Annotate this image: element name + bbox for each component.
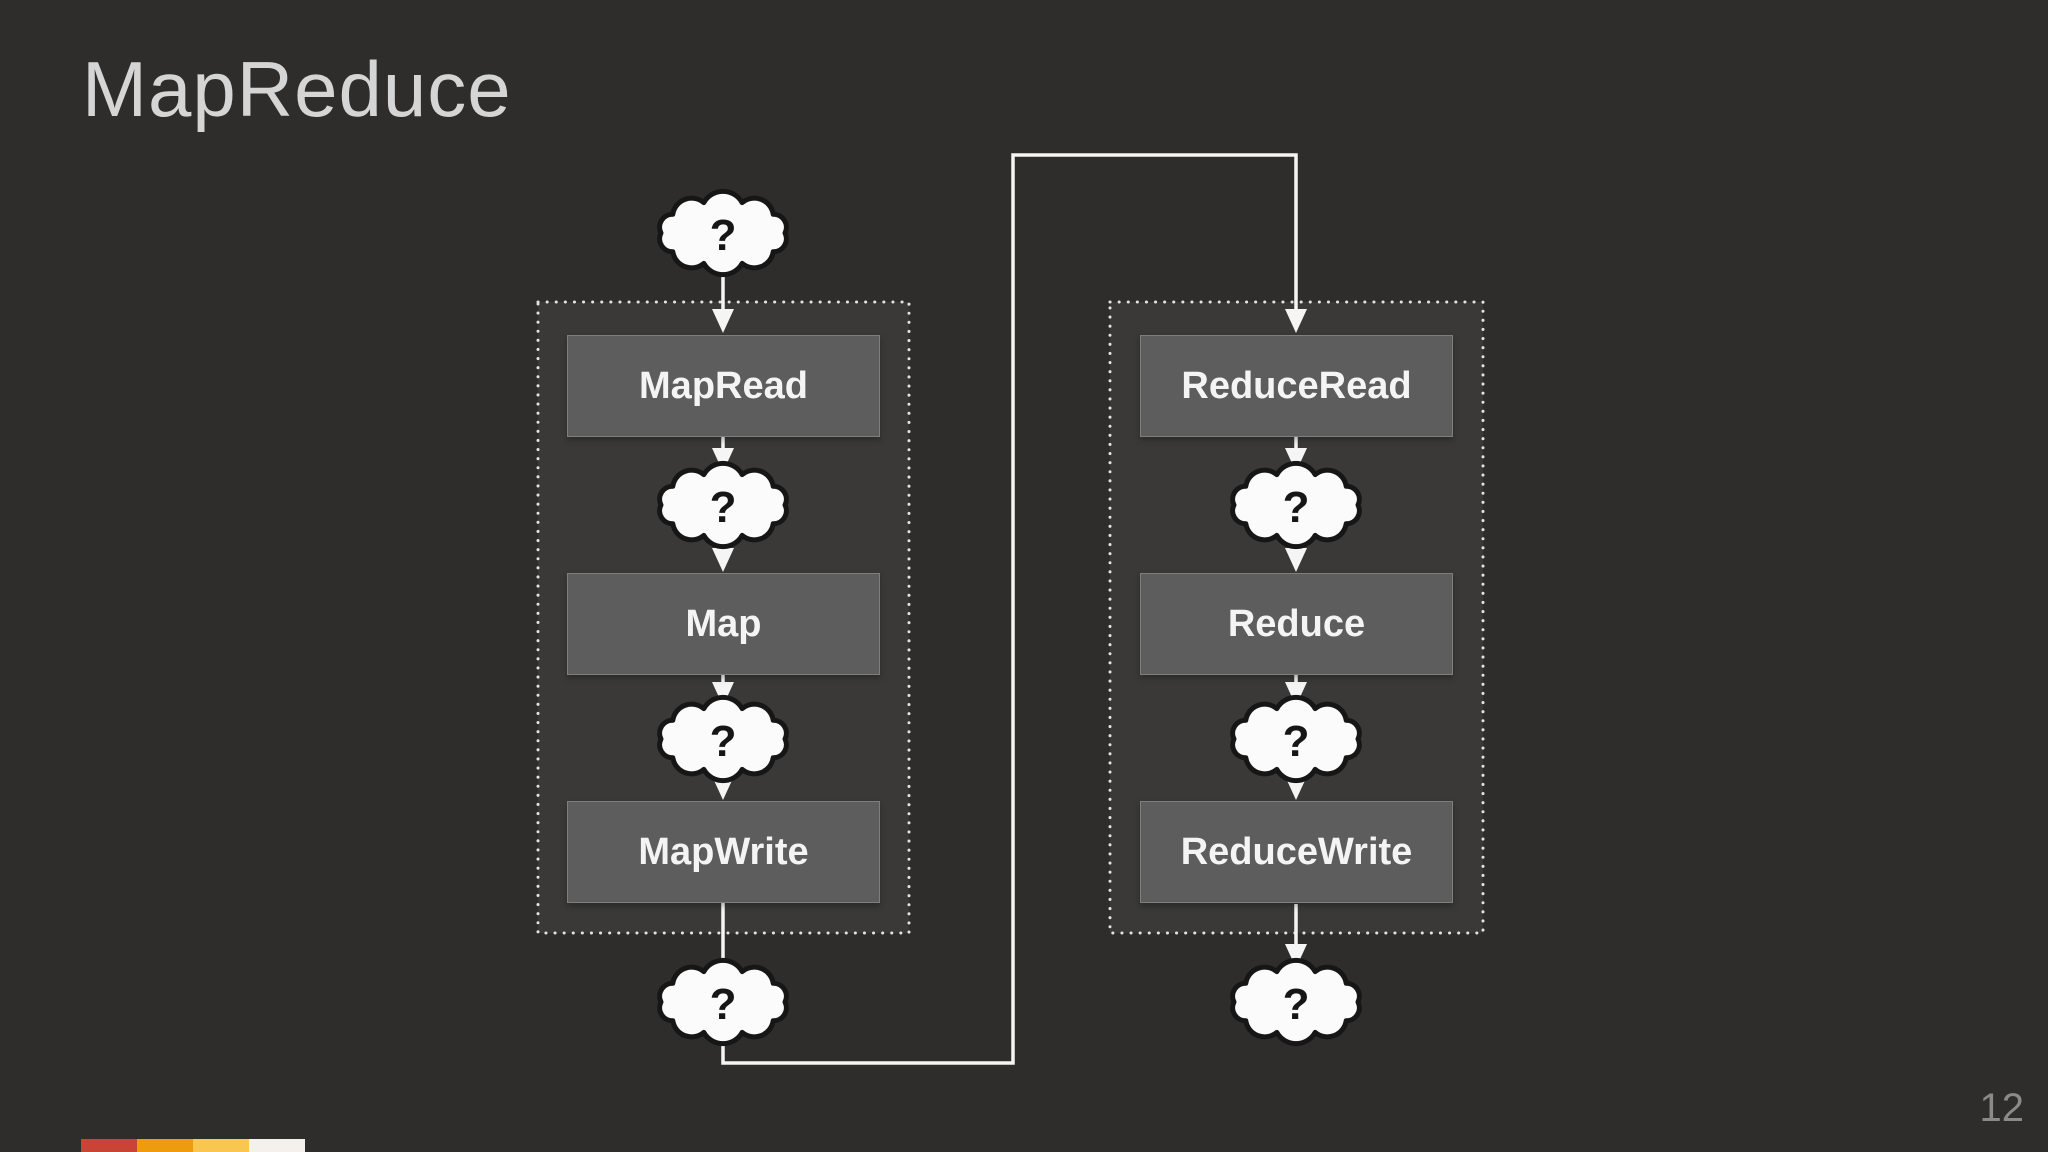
- question-cloud: ?: [660, 463, 787, 546]
- arrowhead-icon: [1285, 944, 1307, 968]
- arrowhead-icon: [712, 448, 734, 472]
- flow-arrow: [1285, 904, 1307, 968]
- footer-accent-bar: [249, 1139, 305, 1152]
- page-number: 12: [1979, 1086, 2025, 1130]
- stage-box-reducewrite: ReduceWrite: [1140, 801, 1453, 903]
- stage-box-reduce: Reduce: [1140, 573, 1453, 675]
- arrowhead-icon: [712, 309, 734, 333]
- arrowhead-icon: [1285, 548, 1307, 572]
- arrowhead-icon: [1285, 309, 1307, 333]
- stage-box-label: ReduceWrite: [1180, 830, 1413, 873]
- stage-box-mapwrite: MapWrite: [567, 801, 880, 903]
- stage-box-label: Reduce: [1227, 602, 1366, 645]
- footer-accent-bar: [137, 1139, 193, 1152]
- stage-box-label: Map: [685, 602, 762, 645]
- question-cloud: ?: [660, 697, 787, 780]
- question-cloud: ?: [1233, 697, 1360, 780]
- footer-accent-bars: [81, 1139, 305, 1152]
- cloud-question-text: ?: [710, 980, 737, 1029]
- cloud-question-text: ?: [710, 483, 737, 532]
- question-cloud: ?: [1233, 463, 1360, 546]
- cloud-question-text: ?: [710, 211, 737, 260]
- arrowhead-icon: [1285, 448, 1307, 472]
- stage-box-label: MapRead: [639, 364, 808, 407]
- stage-box-mapread: MapRead: [567, 335, 880, 437]
- question-cloud: ?: [660, 191, 787, 274]
- stage-box-map: Map: [567, 573, 880, 675]
- flow-arrow: [1285, 675, 1307, 706]
- cloud-question-text: ?: [710, 717, 737, 766]
- question-cloud: ?: [660, 960, 787, 1043]
- arrowhead-icon: [1285, 682, 1307, 706]
- cloud-question-text: ?: [1283, 980, 1310, 1029]
- flow-arrow: [712, 675, 734, 706]
- stage-box-reduceread: ReduceRead: [1140, 335, 1453, 437]
- flow-arrow: [712, 437, 734, 472]
- footer-accent-bar: [81, 1139, 137, 1152]
- page-title: MapReduce: [82, 45, 512, 133]
- cloud-question-text: ?: [1283, 717, 1310, 766]
- stage-box-label: ReduceRead: [1181, 364, 1412, 407]
- cloud-question-text: ?: [1283, 483, 1310, 532]
- arrowhead-icon: [712, 548, 734, 572]
- flow-arrow: [1285, 437, 1307, 472]
- footer-accent-bar: [193, 1139, 249, 1152]
- question-cloud: ?: [1233, 960, 1360, 1043]
- arrowhead-icon: [712, 682, 734, 706]
- stage-box-label: MapWrite: [638, 830, 809, 873]
